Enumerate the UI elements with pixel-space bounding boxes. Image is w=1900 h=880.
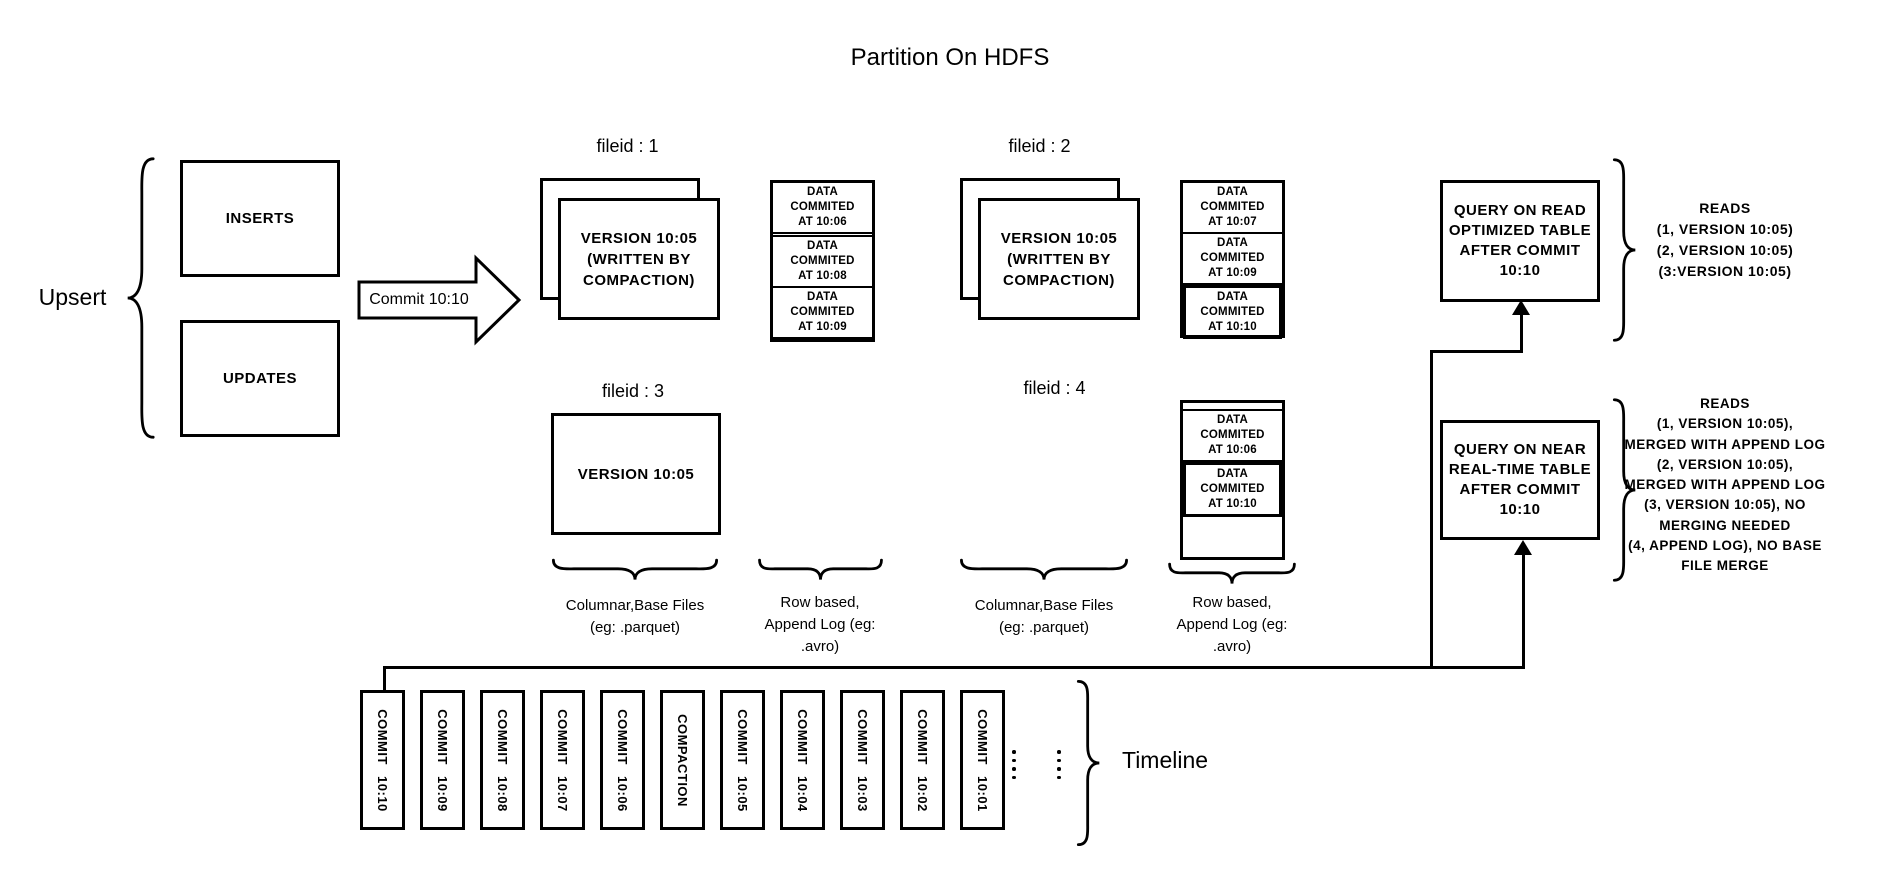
rowbased-underbrace-1-icon [757, 558, 884, 584]
fileid-1-base-text: VERSION 10:05 (WRITTEN BY COMPACTION) [580, 229, 698, 289]
timeline-box: COMMIT 10:06 [600, 690, 645, 830]
timeline-box-label: COMMIT 10:10 [375, 708, 391, 812]
columnar-base-files-label-2: Columnar,Base Files (eg: .parquet) [974, 597, 1114, 636]
log-segment: DATA COMMITED AT 10:08 [773, 237, 872, 289]
timeline-box-label: COMMIT 10:07 [555, 708, 571, 812]
upsert-label: Upsert [38, 284, 107, 310]
read-optimized-reads-text: READS (1, VERSION 10:05) (2, VERSION 10:… [1656, 200, 1794, 279]
timeline-box: COMMIT 10:01 [960, 690, 1005, 830]
fileid-3-label: fileid : 3 [601, 381, 665, 401]
timeline-box-label: COMPACTION [675, 713, 690, 807]
timeline-box: COMMIT 10:08 [480, 690, 525, 830]
connector-arrow1-vline [1520, 312, 1523, 353]
log-segment [1183, 403, 1282, 411]
updates-label: UPDATES [222, 370, 298, 387]
commit-arrow-icon [356, 254, 524, 346]
log-empty-space [1183, 517, 1282, 557]
connector-main-hline [383, 666, 1525, 669]
connector-branch-hline [1430, 350, 1523, 353]
query-read-optimized-text: QUERY ON READ OPTIMIZED TABLE AFTER COMM… [1448, 201, 1592, 280]
timeline-box-label: COMMIT 10:01 [975, 708, 991, 812]
reads-brace-2-icon [1612, 396, 1640, 584]
query-read-optimized-box: QUERY ON READ OPTIMIZED TABLE AFTER COMM… [1440, 180, 1600, 302]
row-based-append-log-label-1: Row based, Append Log (eg: .avro) [764, 594, 876, 655]
inserts-label: INSERTS [225, 210, 295, 227]
timeline-box-label: COMMIT 10:02 [915, 708, 931, 812]
timeline-box-label: COMMIT 10:05 [735, 708, 751, 812]
timeline-box-label: COMMIT 10:03 [855, 708, 871, 812]
row-based-append-log-label-2: Row based, Append Log (eg: .avro) [1176, 594, 1288, 655]
timeline-box-label: COMMIT 10:08 [495, 708, 511, 812]
connector-arrow2-vline [1522, 552, 1525, 669]
query-near-realtime-text: QUERY ON NEAR REAL-TIME TABLE AFTER COMM… [1448, 440, 1592, 519]
fileid-1-base-box: VERSION 10:05 (WRITTEN BY COMPACTION) [558, 198, 720, 320]
commit-arrow-label: Commit 10:10 [369, 291, 469, 308]
log-file-1: DATA COMMITED AT 10:06 DATA COMMITED AT … [770, 180, 875, 342]
timeline-box: COMPACTION [660, 690, 705, 830]
fileid-2-base-box: VERSION 10:05 (WRITTEN BY COMPACTION) [978, 198, 1140, 320]
log-segment: DATA COMMITED AT 10:09 [1183, 234, 1282, 285]
log-segment-new-commit: DATA COMMITED AT 10:10 [1183, 461, 1282, 517]
timeline-box: COMMIT 10:04 [780, 690, 825, 830]
arrowhead-up-icon [1514, 540, 1532, 555]
query-near-realtime-box: QUERY ON NEAR REAL-TIME TABLE AFTER COMM… [1440, 420, 1600, 540]
timeline-brace-icon [1076, 678, 1104, 848]
timeline-ellipsis-icon [1012, 750, 1016, 779]
columnar-underbrace-2-icon [958, 558, 1130, 584]
timeline-box: COMMIT 10:02 [900, 690, 945, 830]
upsert-brace-icon [122, 153, 156, 443]
timeline-box-label: COMMIT 10:09 [435, 708, 451, 812]
diagram-title: Partition On HDFS [850, 44, 1050, 71]
connector-branch-vline [1430, 350, 1433, 669]
arrowhead-up-icon [1512, 300, 1530, 315]
timeline-box: COMMIT 10:10 [360, 690, 405, 830]
fileid-3-base-box: VERSION 10:05 [551, 413, 721, 535]
columnar-base-files-label-1: Columnar,Base Files (eg: .parquet) [565, 597, 705, 636]
log-segment: DATA COMMITED AT 10:06 [773, 183, 872, 234]
timeline-box-label: COMMIT 10:04 [795, 708, 811, 812]
log-file-4: DATA COMMITED AT 10:06 DATA COMMITED AT … [1180, 400, 1285, 560]
fileid-4-label: fileid : 4 [1023, 378, 1086, 398]
updates-box: UPDATES [180, 320, 340, 437]
timeline-row: COMMIT 10:10 COMMIT 10:09 COMMIT 10:08 C… [360, 690, 1005, 830]
inserts-box: INSERTS [180, 160, 340, 277]
fileid-1-label: fileid : 1 [596, 136, 659, 156]
timeline-box: COMMIT 10:03 [840, 690, 885, 830]
log-segment [773, 234, 872, 238]
timeline-label: Timeline [1122, 747, 1209, 773]
fileid-3-base-text: VERSION 10:05 [577, 465, 695, 483]
timeline-box: COMMIT 10:05 [720, 690, 765, 830]
reads-brace-1-icon [1612, 156, 1640, 344]
log-file-2: DATA COMMITED AT 10:07 DATA COMMITED AT … [1180, 180, 1285, 340]
timeline-box: COMMIT 10:09 [420, 690, 465, 830]
timeline-ellipsis-icon [1057, 750, 1061, 779]
connector-timeline-stub [383, 666, 386, 692]
rowbased-underbrace-2-icon [1167, 562, 1297, 588]
timeline-box-label: COMMIT 10:06 [615, 708, 631, 812]
log-segment: DATA COMMITED AT 10:06 [1183, 411, 1282, 462]
fileid-2-label: fileid : 2 [1008, 136, 1071, 156]
fileid-2-base-text: VERSION 10:05 (WRITTEN BY COMPACTION) [1000, 229, 1118, 289]
log-segment-new-commit: DATA COMMITED AT 10:10 [1183, 284, 1282, 340]
near-realtime-reads-text: READS (1, VERSION 10:05), MERGED WITH AP… [1624, 396, 1826, 573]
log-segment: DATA COMMITED AT 10:09 [773, 288, 872, 339]
columnar-underbrace-1-icon [550, 558, 720, 584]
timeline-box: COMMIT 10:07 [540, 690, 585, 830]
log-segment: DATA COMMITED AT 10:07 [1183, 183, 1282, 234]
